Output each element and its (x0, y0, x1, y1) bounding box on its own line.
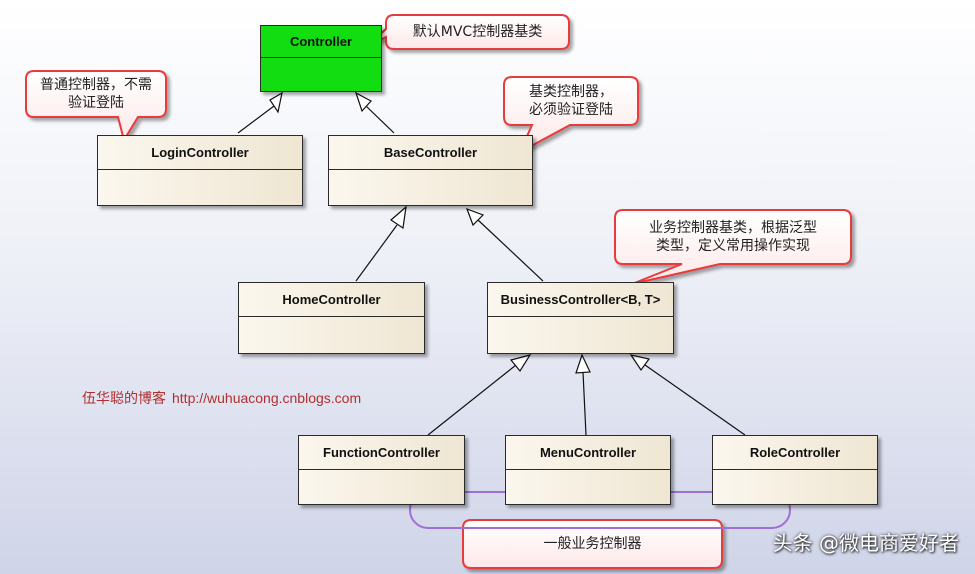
class-name: BaseController (329, 136, 532, 170)
login-note: 普通控制器，不需 验证登陆 (40, 77, 152, 111)
business-to-base-connector (477, 219, 544, 282)
general-note: 一般业务控制器 (543, 536, 642, 552)
menu-inheritance-arrow (575, 353, 591, 374)
role-controller-class: RoleController (712, 435, 878, 505)
menu-to-business-connector (582, 371, 587, 436)
mvc-base-note: 默认MVC控制器基类 (412, 24, 543, 40)
base-note: 基类控制器， 必须验证登陆 (529, 84, 613, 118)
class-name: LoginController (98, 136, 302, 170)
general-callout-shape (462, 519, 723, 569)
footer-credit: 头条 @微电商爱好者 (772, 531, 959, 555)
role-inheritance-arrow (629, 354, 651, 372)
base-controller-class: BaseController (328, 135, 533, 206)
controller-class: Controller (260, 25, 382, 92)
function-inheritance-arrow (509, 354, 532, 373)
class-name: HomeController (239, 283, 424, 317)
class-name: RoleController (713, 436, 877, 470)
base-callout-shape (503, 76, 639, 155)
home-to-base-connector (355, 224, 398, 282)
mvc-base-callout-shape (365, 14, 570, 50)
inheritance-connectors (237, 105, 746, 436)
menu-controller-class: MenuController (505, 435, 671, 505)
class-name: MenuController (506, 436, 670, 470)
business-inheritance-arrow (465, 207, 485, 227)
login-inheritance-arrow (269, 91, 283, 114)
blog-url: http://wuhuacong.cnblogs.com (172, 390, 362, 406)
business-note: 业务控制器基类，根据泛型 类型，定义常用操作实现 (649, 220, 817, 254)
business-controller-class: BusinessController<B, T> (487, 282, 674, 354)
class-name: FunctionController (299, 436, 464, 470)
blog-author: 伍华聪的博客 (82, 391, 166, 407)
base-inheritance-arrow (354, 91, 372, 113)
class-name: BusinessController<B, T> (488, 283, 673, 317)
home-controller-class: HomeController (238, 282, 425, 354)
function-controller-class: FunctionController (298, 435, 465, 505)
login-to-controller-connector (237, 105, 275, 134)
home-inheritance-arrow (390, 205, 407, 230)
callouts (25, 14, 852, 569)
blog-watermark: 伍华聪的博客 http://wuhuacong.cnblogs.com (82, 388, 361, 408)
business-callout-shape (614, 209, 852, 285)
role-to-business-connector (644, 364, 746, 436)
login-controller-class: LoginController (97, 135, 303, 206)
login-callout-shape (25, 70, 167, 143)
class-name: Controller (261, 26, 381, 58)
function-to-business-connector (427, 364, 517, 436)
inheritance-arrowheads (269, 91, 651, 374)
base-to-controller-connector (365, 105, 395, 134)
